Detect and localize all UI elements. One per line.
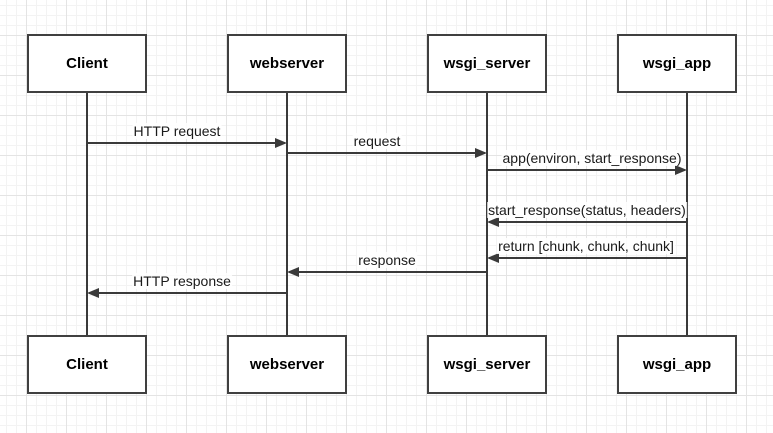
message-line bbox=[287, 152, 485, 154]
message-line bbox=[89, 292, 287, 294]
actor-label: Client bbox=[66, 55, 108, 72]
actor-label: wsgi_server bbox=[443, 55, 531, 72]
arrowhead-icon bbox=[287, 266, 299, 277]
message-line bbox=[489, 221, 687, 223]
message-label: HTTP request bbox=[132, 123, 222, 139]
message-label: HTTP response bbox=[132, 273, 232, 289]
arrowhead-icon bbox=[475, 147, 487, 158]
message-line bbox=[289, 271, 487, 273]
lifeline-client[interactable] bbox=[86, 93, 88, 336]
message-line bbox=[489, 257, 687, 259]
arrowhead-icon bbox=[487, 252, 499, 263]
message-label: start_response(status, headers) bbox=[487, 202, 687, 218]
message-label: response bbox=[357, 252, 417, 268]
actor-box-wsgi-server-bottom[interactable]: wsgi_server bbox=[427, 335, 547, 394]
lifeline-webserver[interactable] bbox=[286, 93, 288, 336]
message-label: app(environ, start_response) bbox=[501, 150, 683, 166]
actor-label: wsgi_app bbox=[642, 356, 712, 373]
lifeline-wsgi-server[interactable] bbox=[486, 93, 488, 336]
actor-box-webserver-bottom[interactable]: webserver bbox=[227, 335, 347, 394]
actor-label: webserver bbox=[249, 55, 325, 72]
actor-box-wsgi-server-top[interactable]: wsgi_server bbox=[427, 34, 547, 93]
actor-box-webserver-top[interactable]: webserver bbox=[227, 34, 347, 93]
arrowhead-icon bbox=[87, 287, 99, 298]
actor-box-client-top[interactable]: Client bbox=[27, 34, 147, 93]
message-label: request bbox=[352, 133, 402, 149]
message-line bbox=[87, 142, 285, 144]
lifeline-wsgi-app[interactable] bbox=[686, 93, 688, 336]
actor-box-wsgi-app-top[interactable]: wsgi_app bbox=[617, 34, 737, 93]
actor-label: Client bbox=[66, 356, 108, 373]
message-label: return [chunk, chunk, chunk] bbox=[497, 238, 675, 254]
actor-label: webserver bbox=[249, 356, 325, 373]
arrowhead-icon bbox=[275, 137, 287, 148]
actor-label: wsgi_server bbox=[443, 356, 531, 373]
message-line bbox=[487, 169, 685, 171]
actor-box-client-bottom[interactable]: Client bbox=[27, 335, 147, 394]
actor-box-wsgi-app-bottom[interactable]: wsgi_app bbox=[617, 335, 737, 394]
arrowhead-icon bbox=[487, 216, 499, 227]
actor-label: wsgi_app bbox=[642, 55, 712, 72]
arrowhead-icon bbox=[675, 164, 687, 175]
